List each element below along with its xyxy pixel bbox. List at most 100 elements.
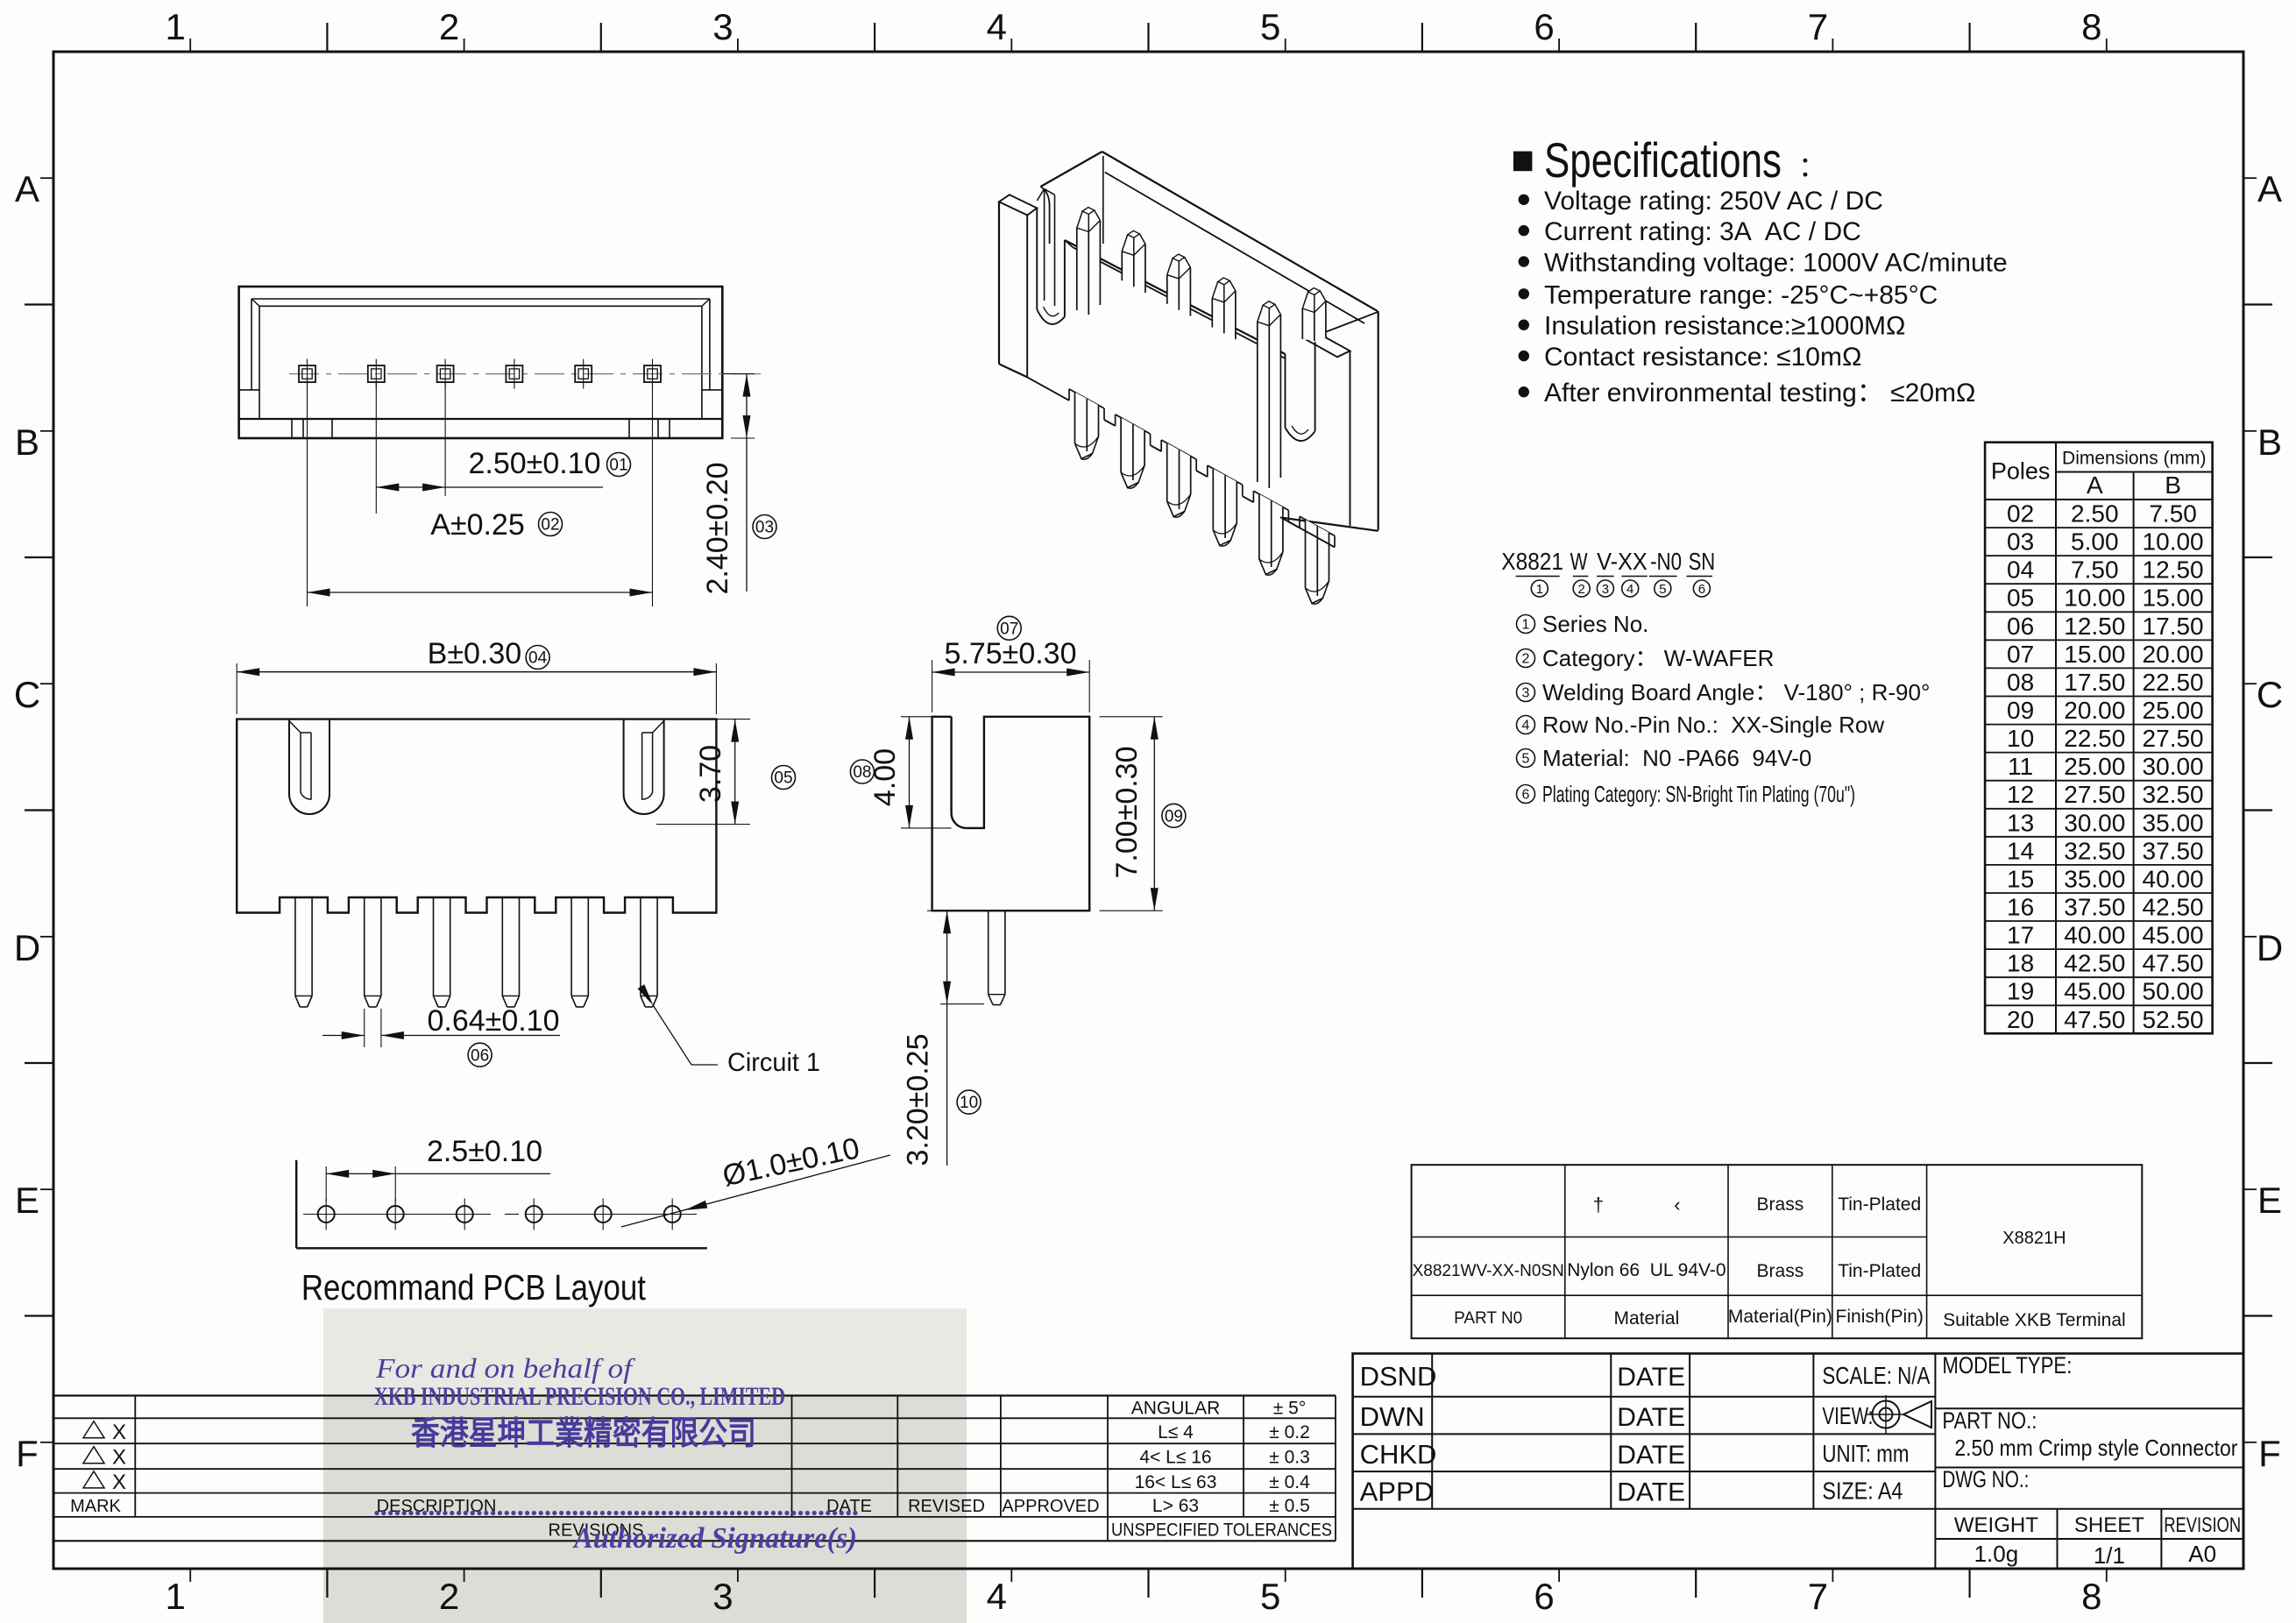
svg-text:Series No.: Series No. bbox=[1542, 611, 1648, 637]
svg-text:08: 08 bbox=[2007, 669, 2034, 696]
svg-text:04: 04 bbox=[2007, 556, 2034, 584]
svg-text:11: 11 bbox=[2008, 753, 2033, 780]
svg-text:12.50: 12.50 bbox=[2064, 613, 2125, 640]
svg-text:15.00: 15.00 bbox=[2064, 641, 2125, 668]
svg-text:16: 16 bbox=[2007, 894, 2034, 921]
svg-text:32.50: 32.50 bbox=[2064, 837, 2125, 864]
svg-text:6: 6 bbox=[1698, 582, 1705, 597]
svg-text:09: 09 bbox=[2007, 697, 2034, 724]
svg-text:6: 6 bbox=[1534, 6, 1554, 47]
svg-text:3.20±0.25: 3.20±0.25 bbox=[901, 1033, 934, 1166]
svg-text:APPD: APPD bbox=[1360, 1476, 1434, 1506]
svg-text:35.00: 35.00 bbox=[2143, 809, 2204, 836]
svg-text:45.00: 45.00 bbox=[2064, 978, 2125, 1005]
svg-text:B: B bbox=[2257, 422, 2282, 463]
svg-text:14: 14 bbox=[2007, 837, 2034, 864]
svg-text:B±0.30: B±0.30 bbox=[428, 637, 522, 670]
svg-text:C: C bbox=[2257, 674, 2283, 715]
svg-text:20.00: 20.00 bbox=[2064, 697, 2125, 724]
svg-text:5: 5 bbox=[1659, 582, 1666, 597]
svg-text:VIEW:: VIEW: bbox=[1822, 1402, 1873, 1429]
svg-text:After environmental testing： ≤: After environmental testing： ≤20mΩ bbox=[1544, 379, 1975, 408]
svg-text:27.50: 27.50 bbox=[2064, 781, 2125, 808]
svg-text:DATE: DATE bbox=[1617, 1441, 1685, 1470]
svg-text:40.00: 40.00 bbox=[2143, 865, 2204, 892]
svg-text:Brass: Brass bbox=[1757, 1194, 1804, 1215]
svg-text:Material: Material bbox=[1614, 1308, 1680, 1329]
svg-text:25.00: 25.00 bbox=[2143, 697, 2204, 724]
svg-text:X: X bbox=[112, 1471, 126, 1494]
svg-text:D: D bbox=[2257, 927, 2283, 968]
svg-text:Current rating: 3A AC / DC: Current rating: 3A AC / DC bbox=[1544, 217, 1861, 246]
svg-text:Voltage rating: 250V AC / DC: Voltage rating: 250V AC / DC bbox=[1544, 187, 1883, 216]
svg-text:3: 3 bbox=[1602, 582, 1609, 597]
svg-text:06: 06 bbox=[471, 1046, 489, 1065]
svg-text:07: 07 bbox=[1000, 620, 1018, 638]
svg-text:SN: SN bbox=[1689, 548, 1716, 575]
svg-text:Category： W-WAFER: Category： W-WAFER bbox=[1542, 645, 1774, 671]
svg-text:DATE: DATE bbox=[826, 1497, 872, 1516]
svg-text:20: 20 bbox=[2007, 1006, 2034, 1033]
svg-text:6: 6 bbox=[1522, 788, 1530, 803]
svg-text:3: 3 bbox=[712, 1576, 733, 1617]
svg-text:25.00: 25.00 bbox=[2064, 753, 2125, 780]
svg-text:3: 3 bbox=[1522, 686, 1530, 701]
svg-text:06: 06 bbox=[2007, 613, 2034, 640]
svg-text:8: 8 bbox=[2081, 6, 2101, 47]
svg-text:V-XX: V-XX bbox=[1597, 548, 1648, 575]
svg-text:± 5°: ± 5° bbox=[1273, 1398, 1306, 1418]
svg-text:A±0.25: A±0.25 bbox=[430, 508, 525, 542]
svg-text:32.50: 32.50 bbox=[2143, 781, 2204, 808]
svg-text:For and on behalf of: For and on behalf of bbox=[375, 1352, 636, 1384]
svg-text:27.50: 27.50 bbox=[2143, 725, 2204, 752]
svg-text:5: 5 bbox=[1260, 6, 1280, 47]
svg-text:05: 05 bbox=[2007, 585, 2034, 612]
svg-text:B: B bbox=[15, 422, 39, 463]
svg-text:-N0: -N0 bbox=[1650, 548, 1682, 575]
svg-text:07: 07 bbox=[2007, 641, 2034, 668]
svg-text:L> 63: L> 63 bbox=[1152, 1496, 1199, 1516]
svg-text:X8821WV-XX-N0SN: X8821WV-XX-N0SN bbox=[1413, 1262, 1564, 1280]
svg-text:1/1: 1/1 bbox=[2094, 1542, 2125, 1569]
svg-text:DATE: DATE bbox=[1617, 1363, 1685, 1392]
svg-text:E: E bbox=[2257, 1180, 2282, 1221]
svg-text:40.00: 40.00 bbox=[2064, 922, 2125, 949]
svg-text:F: F bbox=[16, 1433, 39, 1474]
svg-text:Material(Pin): Material(Pin) bbox=[1728, 1307, 1832, 1327]
svg-text:7: 7 bbox=[1808, 6, 1828, 47]
svg-text:A0: A0 bbox=[2188, 1541, 2216, 1567]
svg-text:04: 04 bbox=[528, 649, 548, 668]
svg-text:4< L≤ 16: 4< L≤ 16 bbox=[1139, 1448, 1211, 1468]
svg-text:1: 1 bbox=[1536, 582, 1543, 597]
svg-text:08: 08 bbox=[853, 763, 871, 782]
svg-text:47.50: 47.50 bbox=[2064, 1006, 2125, 1033]
svg-text:17.50: 17.50 bbox=[2064, 669, 2125, 696]
svg-text:2.40±0.20: 2.40±0.20 bbox=[701, 462, 734, 594]
svg-text:Material: N0 -PA66 94V-0: Material: N0 -PA66 94V-0 bbox=[1542, 745, 1811, 771]
svg-text:5: 5 bbox=[1522, 752, 1530, 767]
svg-text:ANGULAR: ANGULAR bbox=[1131, 1398, 1221, 1418]
svg-text:CHKD: CHKD bbox=[1360, 1439, 1437, 1470]
svg-text:XKB INDUSTRIAL PRECISION CO.,: XKB INDUSTRIAL PRECISION CO., LIMITED bbox=[374, 1382, 785, 1411]
svg-text:45.00: 45.00 bbox=[2143, 922, 2204, 949]
svg-text:10.00: 10.00 bbox=[2064, 585, 2125, 612]
svg-text:WEIGHT: WEIGHT bbox=[1954, 1513, 2038, 1537]
svg-text:2: 2 bbox=[1522, 652, 1530, 667]
svg-text:± 0.5: ± 0.5 bbox=[1269, 1496, 1310, 1516]
svg-text:Finish(Pin): Finish(Pin) bbox=[1836, 1307, 1924, 1327]
svg-text:6: 6 bbox=[1534, 1576, 1554, 1617]
svg-text:01: 01 bbox=[609, 457, 627, 475]
svg-text:5.00: 5.00 bbox=[2071, 528, 2119, 556]
svg-text:X8821: X8821 bbox=[1501, 548, 1563, 575]
svg-text:42.50: 42.50 bbox=[2064, 950, 2125, 977]
svg-text:7.50: 7.50 bbox=[2071, 556, 2119, 584]
svg-text:A: A bbox=[15, 168, 39, 209]
svg-text:2: 2 bbox=[439, 6, 459, 47]
svg-text:Dimensions (mm): Dimensions (mm) bbox=[2062, 449, 2207, 469]
svg-text:7: 7 bbox=[1808, 1576, 1828, 1617]
svg-text:2: 2 bbox=[1578, 582, 1585, 597]
svg-text:Row No.-Pin No.: XX-Single Ro: Row No.-Pin No.: XX-Single Row bbox=[1542, 712, 1884, 738]
svg-text:02: 02 bbox=[541, 516, 559, 535]
svg-text:2.5±0.10: 2.5±0.10 bbox=[427, 1135, 542, 1168]
svg-text:†: † bbox=[1593, 1194, 1604, 1215]
